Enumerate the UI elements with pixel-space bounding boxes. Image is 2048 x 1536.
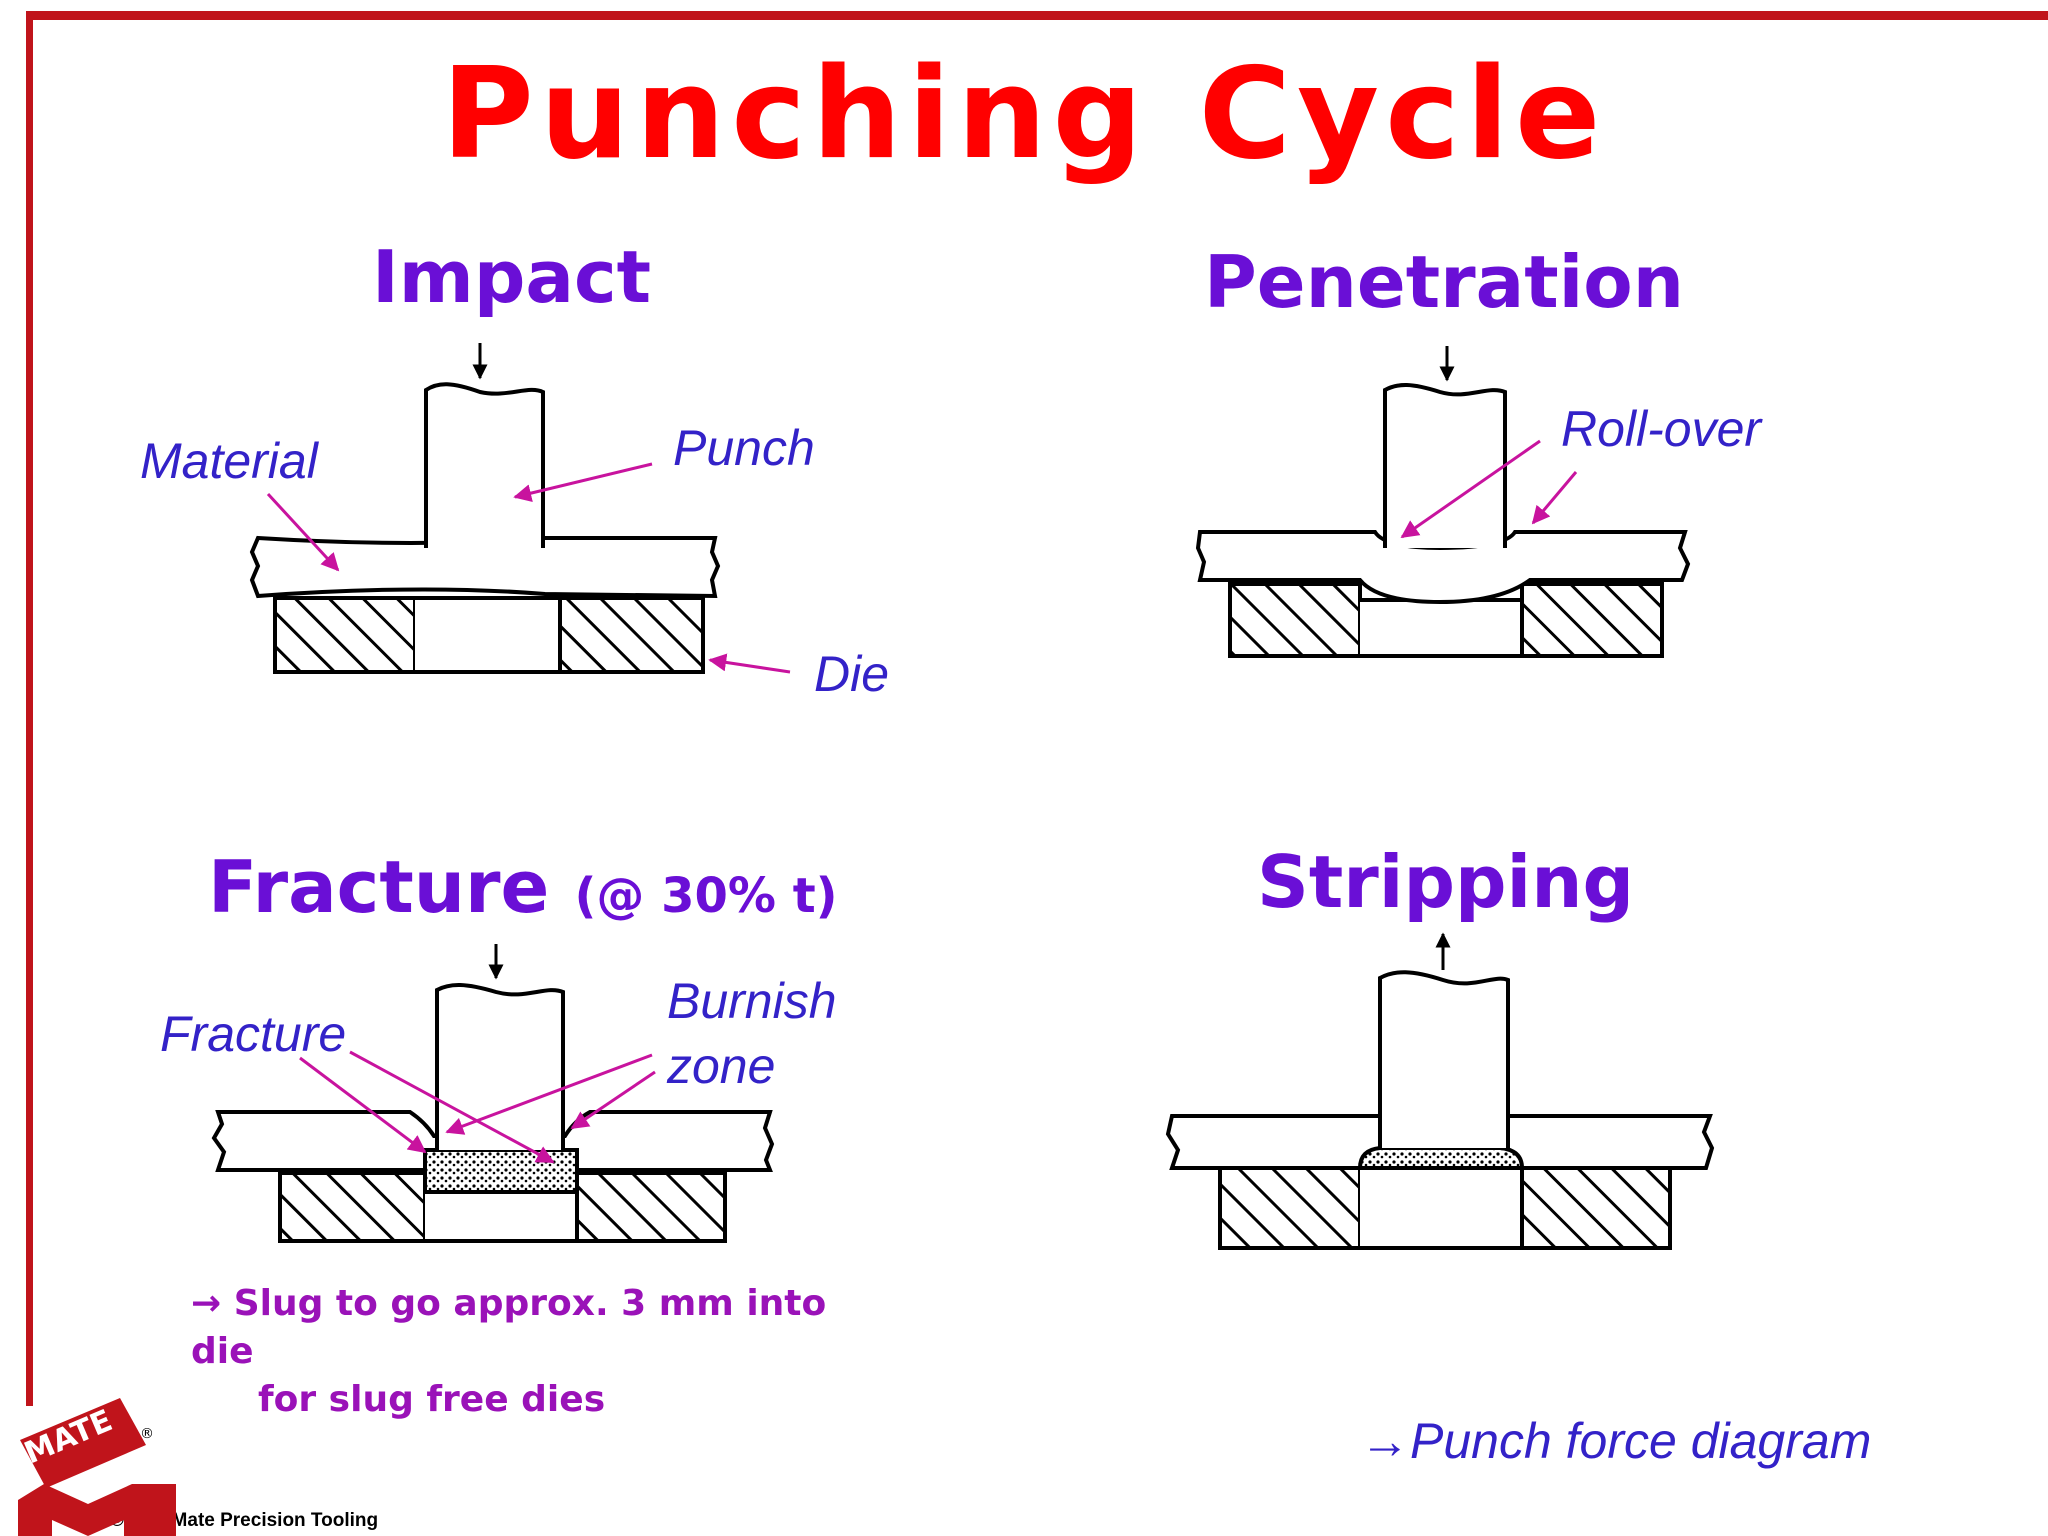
frame-top-border — [26, 11, 2048, 20]
fracture-die-left — [278, 1171, 427, 1243]
slug-note-line2: die — [191, 1331, 254, 1372]
slug-note-arrow-icon: → — [191, 1283, 222, 1324]
burnish-label-line1: Burnish — [667, 973, 837, 1029]
burnish-label-line2: zone — [667, 1038, 776, 1094]
penetration-title: Penetration — [1204, 240, 1685, 324]
fracture-label: Fracture — [160, 1006, 347, 1062]
rollover-label: Roll-over — [1561, 401, 1762, 457]
stripping-diagram — [1165, 932, 1715, 1250]
link-text: Punch force diagram — [1410, 1413, 1872, 1469]
fracture-punch — [435, 983, 565, 1150]
penetration-die-left — [1228, 582, 1362, 658]
impact-material — [249, 535, 721, 599]
punch-force-diagram-link[interactable]: →Punch force diagram — [1360, 1412, 1871, 1470]
fracture-title: Fracture (@ 30% t) — [208, 845, 838, 929]
copyright-text: ©2010 Mate Precision Tooling — [110, 1510, 379, 1531]
punch-leader-arrow — [513, 462, 653, 502]
slug-note-line1: → Slug to go approx. 3 mm into — [191, 1283, 826, 1324]
slide-title: Punching Cycle — [441, 40, 1607, 187]
slug-note-line3: for slug free dies — [258, 1379, 606, 1420]
impact-diagram — [249, 343, 721, 674]
material-label: Material — [140, 433, 318, 489]
fracture-leader-arrow-1 — [299, 1056, 427, 1154]
material-leader-arrow — [266, 492, 340, 572]
link-arrow-icon: → — [1360, 1413, 1410, 1469]
stripping-punch — [1378, 970, 1510, 1148]
punch-label: Punch — [673, 420, 815, 476]
frame-left-border — [26, 11, 33, 1406]
die-leader-arrow — [708, 653, 791, 674]
rollover-leader-arrow-1 — [1400, 439, 1541, 539]
die-label: Die — [814, 646, 890, 702]
burnish-leader-arrow-1 — [445, 1053, 653, 1135]
penetration-punch — [1383, 383, 1507, 548]
slug-note-text1: Slug to go approx. 3 mm into — [233, 1283, 827, 1324]
impact-title: Impact — [372, 235, 652, 319]
mate-logo-m-shape — [18, 1484, 176, 1536]
fracture-leader-arrow-2 — [349, 1050, 555, 1164]
mate-logo-registered-mark: ® — [140, 1426, 154, 1442]
burnish-leader-arrow-2 — [570, 1070, 656, 1130]
penetration-die-right — [1520, 582, 1664, 658]
fracture-title-text: Fracture — [208, 845, 550, 929]
impact-die-left — [273, 596, 417, 674]
mate-logo: MATE ® — [18, 1398, 176, 1536]
impact-die-right — [558, 596, 705, 674]
stripping-die-right — [1520, 1166, 1672, 1250]
mate-logo-banner — [20, 1398, 146, 1488]
fracture-title-note: (@ 30% t) — [574, 868, 838, 924]
stripping-die-left — [1218, 1166, 1362, 1250]
fracture-die-right — [575, 1171, 727, 1243]
penetration-diagram — [1195, 346, 1691, 658]
stripping-title: Stripping — [1257, 840, 1635, 924]
rollover-leader-arrow-2 — [1531, 471, 1578, 525]
fracture-slug — [423, 1148, 579, 1194]
impact-punch — [424, 382, 545, 548]
stripping-hole-burr — [1357, 1146, 1525, 1170]
fracture-diagram — [211, 944, 775, 1243]
